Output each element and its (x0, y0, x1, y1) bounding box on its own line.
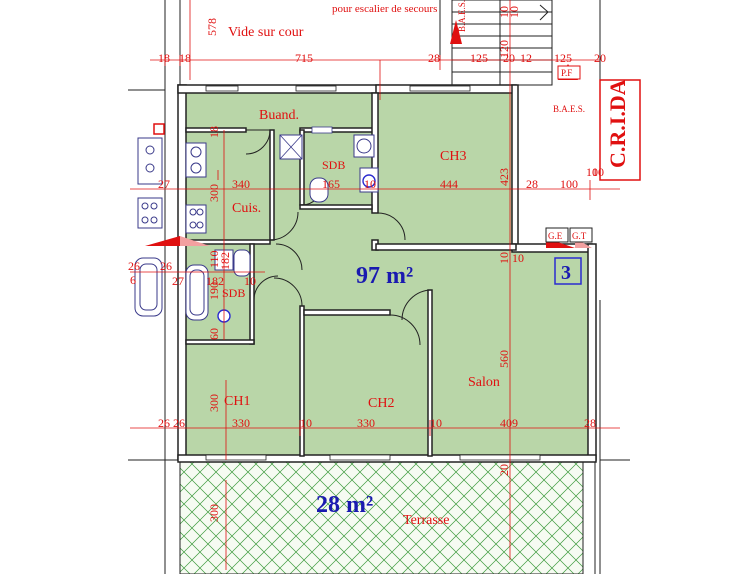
side-label-box (599, 79, 641, 181)
dim-top-0: 18 (158, 51, 170, 65)
dim-v-13: 300 (207, 394, 221, 412)
dim-top-4: 125 (470, 51, 488, 65)
fixtures (134, 123, 379, 323)
dim-v-1: 10 (497, 6, 511, 18)
dim-bottom-2: 330 (232, 416, 250, 430)
dimensions-vertical: 578 10 10 120 18 300 423 10 110 190 182 … (205, 6, 521, 522)
dim-mid-5: 28 (526, 177, 538, 191)
baes-right: B.A.E.S. (553, 104, 585, 114)
dim-mid-6: 100 (560, 177, 578, 191)
dim-top-2: 715 (295, 51, 313, 65)
dim-mid-1: 340 (232, 177, 250, 191)
room-buanderie: Buand. (259, 108, 299, 123)
unit-number-box (554, 257, 582, 285)
dim-v-2: 10 (507, 6, 521, 18)
dim-v-14: 20 (497, 464, 511, 476)
dim-v-4: 18 (207, 126, 221, 138)
dimensions-top: 18 18 715 28 125 20 12 125 20 (158, 51, 606, 65)
dim-bottom-3: 10 (300, 416, 312, 430)
total-area: 97 m² (356, 263, 413, 289)
dim-small-2: 6 (130, 273, 136, 287)
pf-box (557, 65, 581, 80)
dim-small-0: 10 (592, 165, 604, 179)
dim-bottom-5: 10 (430, 416, 442, 430)
dim-top-8: 20 (594, 51, 606, 65)
side-label: C.R.I.DA (605, 79, 630, 168)
dim-top-7: 125 (554, 51, 572, 65)
dimensions-row2: 26 27 26 182 10 (128, 259, 256, 288)
dim-v-5: 300 (207, 184, 221, 202)
dim-v-8: 110 (207, 250, 221, 268)
terrace-area (179, 461, 584, 574)
pf-label: P.F (561, 68, 572, 78)
room-sdb-2: SDB (222, 286, 245, 300)
dim-top-6: 12 (520, 51, 532, 65)
gt-box (569, 227, 593, 243)
dim-v-0: 578 (205, 18, 219, 36)
dim-row2-4: 10 (244, 274, 256, 288)
dim-mid-2: 165 (322, 177, 340, 191)
courtyard-label: Vide sur cour (228, 25, 304, 40)
stairwell (451, 0, 553, 86)
ge-box (545, 227, 569, 243)
dim-row2-2: 26 (160, 259, 172, 273)
unit-number: 3 (561, 262, 571, 284)
dim-row2-0: 26 (128, 259, 140, 273)
dim-mid-0: 27 (158, 177, 170, 191)
windows (205, 85, 541, 461)
dim-small-1: 10 (512, 251, 524, 265)
dimensions-bottom: 26 26 330 10 330 10 409 28 (158, 416, 596, 430)
room-salon: Salon (468, 375, 500, 390)
gt-label: G.T (572, 231, 587, 241)
dim-bottom-0: 26 (158, 416, 170, 430)
dimensions-mid: 27 340 165 10 444 28 100 10 (158, 165, 598, 191)
dim-mid-3: 10 (364, 177, 376, 191)
dim-row2-3: 182 (206, 274, 224, 288)
dim-v-7: 10 (497, 252, 511, 264)
dim-bottom-4: 330 (357, 416, 375, 430)
dim-mid-4: 444 (440, 177, 458, 191)
dim-bottom-7: 28 (584, 416, 596, 430)
dim-v-15: 300 (207, 504, 221, 522)
room-sdb-1: SDB (322, 158, 345, 172)
terrace-area-label: 28 m² (316, 492, 373, 518)
dim-v-11: 60 (207, 328, 221, 340)
dim-v-9: 190 (207, 282, 221, 300)
ge-label: G.E (548, 231, 563, 241)
baes-top: B.A.E.S. (457, 0, 467, 32)
dim-top-1: 18 (179, 51, 191, 65)
dim-top-5: 20 (503, 51, 515, 65)
dim-v-10: 182 (218, 252, 232, 270)
stairs-note: pour escalier de secours (332, 3, 437, 15)
room-ch1: CH1 (224, 394, 250, 409)
dim-bottom-1: 26 (173, 416, 185, 430)
dim-v-12: 560 (497, 350, 511, 368)
room-ch2: CH2 (368, 396, 394, 411)
dimension-lines (130, 0, 620, 570)
dim-row2-1: 27 (172, 274, 184, 288)
dim-v-6: 423 (497, 168, 511, 186)
room-cuisine: Cuis. (232, 201, 261, 216)
dim-top-3: 28 (428, 51, 440, 65)
room-ch3: CH3 (440, 149, 466, 164)
room-terrasse: Terrasse (403, 513, 449, 528)
dim-v-3: 120 (497, 40, 511, 58)
dim-mid-7: 10 (586, 165, 598, 179)
dimensions-small: 10 10 6 (130, 165, 604, 287)
apartment-floor (180, 90, 595, 460)
dim-bottom-6: 409 (500, 416, 518, 430)
